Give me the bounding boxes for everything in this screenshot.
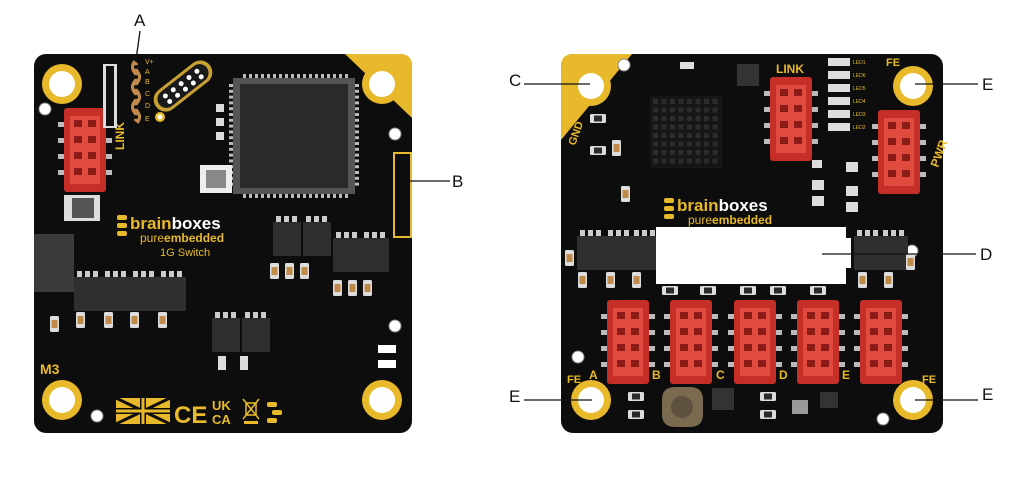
pin-label-c: C [145, 91, 150, 98]
mounting-hole-tl [42, 64, 82, 104]
mounting-hole-tr [362, 64, 402, 104]
callout-a: A [134, 11, 146, 30]
callout-b: B [452, 172, 463, 191]
port-connector-c [728, 300, 782, 384]
pwr-connector [872, 110, 926, 194]
callout-e-tr: E [982, 75, 993, 94]
right-board: GND FE FE FE LINK PWR LED1 LED6 LED5 LED… [559, 52, 951, 435]
callout-d: D [980, 245, 992, 264]
weee-bin-icon [242, 398, 260, 424]
svg-text:pureembedded: pureembedded [140, 231, 224, 245]
pin-label-e: E [145, 116, 150, 123]
pin-label-a: A [145, 69, 150, 76]
port-label-a: A [589, 368, 598, 382]
svg-text:LED3: LED3 [853, 112, 866, 118]
callout-e-br: E [982, 385, 993, 404]
main-switch-chip [229, 74, 359, 198]
svg-text:brainboxes: brainboxes [677, 196, 768, 215]
port-label-e: E [842, 368, 850, 382]
port-connector-b [664, 300, 718, 384]
port-connector-a [601, 300, 655, 384]
svg-text:brainboxes: brainboxes [130, 214, 221, 233]
m3-label: M3 [40, 361, 60, 377]
svg-text:LED6: LED6 [853, 73, 866, 79]
right-logo: brainboxes pureembedded [664, 196, 772, 227]
pin-label-b: B [145, 79, 150, 86]
uk-mark: UK [212, 398, 231, 413]
port-connector-d [791, 300, 845, 384]
port-connector-e [854, 300, 908, 384]
callouts: A B C D E E E [134, 11, 993, 406]
fe-label-tr: FE [886, 57, 900, 69]
uk-flag-mark [115, 396, 171, 426]
svg-text:LED5: LED5 [853, 86, 866, 92]
left-link-label: LINK [113, 122, 127, 150]
port-label-c: C [716, 368, 725, 382]
svg-text:LED2: LED2 [853, 125, 866, 131]
pin-label-d: D [145, 103, 150, 110]
port-label-b: B [652, 368, 661, 382]
mounting-hole-c [571, 66, 611, 106]
pin-header-a: V+ A B C D E [103, 59, 154, 128]
mounting-hole-e-tr [893, 66, 933, 106]
ce-mark: CE [174, 402, 207, 429]
led-column: LED1 LED6 LED5 LED4 LED3 LED2 [828, 58, 866, 131]
svg-text:LED4: LED4 [853, 99, 866, 105]
bga-grid [650, 96, 722, 168]
svg-text:pureembedded: pureembedded [688, 213, 772, 227]
mounting-hole-br [362, 380, 402, 420]
product-name: 1G Switch [160, 247, 210, 259]
angled-header [153, 60, 213, 112]
callout-c: C [509, 71, 521, 90]
ca-mark: CA [212, 412, 231, 427]
brainboxes-mini-icon [267, 402, 282, 423]
callout-e-bl: E [509, 387, 520, 406]
pin-label-vplus: V+ [145, 59, 154, 66]
fe-label-bl: FE [567, 374, 581, 386]
left-b-header [393, 152, 412, 238]
right-link-connector [764, 77, 818, 161]
left-board: LINK V+ A B C D E [32, 52, 414, 435]
left-logo: brainboxes pureembedded 1G Switch [117, 214, 224, 259]
mounting-hole-bl [42, 380, 82, 420]
port-label-d: D [779, 368, 788, 382]
fe-label-br: FE [922, 374, 936, 386]
svg-text:LED1: LED1 [853, 60, 866, 66]
cutout-d [656, 227, 851, 284]
right-link-label: LINK [776, 62, 804, 76]
